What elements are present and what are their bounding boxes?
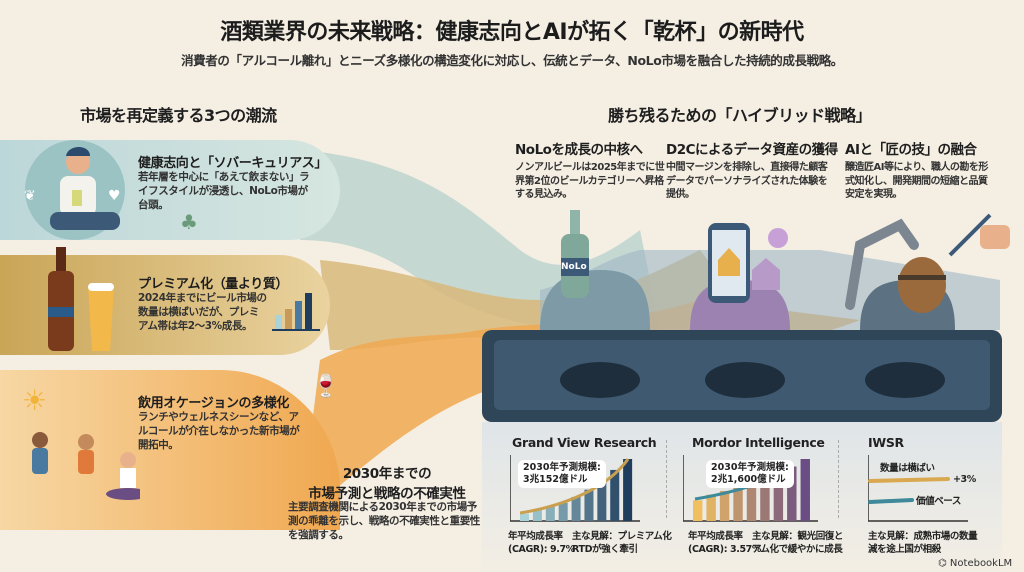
growth-bars-icon (272, 293, 320, 331)
trend-card-health: ❦ ♥ 健康志向と「ソバーキュリアス」 若年層を中心に「あえて飲まない」ライフス… (0, 140, 340, 240)
bar (558, 502, 568, 521)
trend-body: 若年層を中心に「あえて飲まない」ライフスタイルが浸透し、NoLo市場が台頭。 (138, 171, 310, 211)
bar (584, 489, 594, 521)
view-label: 主な見解：観光回復と (752, 531, 844, 542)
cagr-value: (CAGR): 3.57% (688, 544, 761, 555)
cagr-label: 年平均成長率 (508, 531, 563, 542)
view-value: RTDが強く牽引 (572, 544, 638, 555)
forecast-heading: 2030年までの 市場予測と戦略の不確実性 (296, 462, 478, 502)
sprout-icon: ♣ (180, 210, 198, 234)
bar (610, 469, 620, 521)
notebooklm-brand: ⌬ NotebookLM (938, 558, 1012, 569)
chart-axis (683, 455, 818, 522)
trend-title: 健康志向と「ソバーキュリアス」 (138, 156, 328, 171)
cagr: 年平均成長率 (CAGR): 3.57% (688, 530, 761, 556)
page-subtitle: 消費者の「アルコール離れ」とニーズ多様化の構造変化に対応し、伝統とデータ、NoL… (181, 53, 843, 68)
callout-value: 2兆1,600億ドル (711, 474, 786, 485)
trend-curve (519, 458, 630, 515)
bar (800, 459, 810, 521)
strategy-heading: 勝ち残るための「ハイブリッド戦略」 (608, 106, 872, 125)
trends-heading: 市場を再定義する3つの潮流 (80, 106, 277, 125)
series-line-volume (868, 477, 950, 483)
leaf-icon: ❦ (24, 188, 36, 204)
people-relaxing-illustration (32, 432, 140, 500)
bar (706, 494, 716, 521)
cagr-label: 年平均成長率 (688, 531, 743, 542)
bar (623, 459, 633, 521)
bar (693, 500, 703, 521)
key-view: 主な見解：プレミアム化 RTDが強く牽引 (572, 530, 672, 556)
view-label: 主な見解：プレミアム化 (572, 531, 672, 542)
divider (838, 440, 839, 518)
forecast-title-line2: 市場予測と戦略の不確実性 (308, 486, 466, 502)
forecast-body: 主要調査機関による2030年までの市場予測の乖離を示し、戦略の不確実性と重要性を… (288, 501, 480, 541)
trend-title: 飲用オケージョンの多様化 (138, 396, 289, 411)
strategy-title: AIと「匠の技」の融合 (845, 142, 977, 158)
page-title: 酒類業界の未来戦略：健康志向とAIが拓く「乾杯」の新時代 (220, 20, 804, 45)
chart-iwsr (868, 455, 968, 522)
cagr-value: (CAGR): 9.7% (508, 544, 575, 555)
trend-card-occasion: ☀ 飲用オケージョンの多様化 ランチやウェルネスシーンなど、アルコールが介在しな… (0, 370, 340, 530)
view-label: 主な見解：成熟市場の数量 (868, 531, 978, 542)
series-label-volume: 数量は横ばい (880, 463, 935, 474)
callout-value: 3兆152億ドル (523, 474, 588, 485)
bar (787, 466, 797, 521)
bar (532, 510, 542, 521)
chart-callout: 2030年予測規模:3兆152億ドル (518, 460, 606, 488)
bar (571, 496, 581, 521)
notebooklm-logo-icon: ⌬ (938, 558, 950, 569)
strategy-body: 醸造匠AI等により、職人の勘を形式知化し、開発期間の短縮と品質安定を実現。 (845, 162, 988, 200)
divider (666, 440, 667, 518)
forecast-title-line1: 2030年までの (342, 466, 432, 482)
bottle-label: NoLo (561, 262, 587, 272)
strategy-title: NoLoを成長の中核へ (515, 142, 643, 158)
series-change-label: +3% (953, 474, 976, 485)
strategy-d2c: D2Cによるデータ資産の獲得 中間マージンを排除し、直接得た顧客データでパーソナ… (666, 138, 841, 202)
strategy-nolo: NoLoを成長の中核へ ノンアルビールは2025年までに世界第2位のビールカテゴ… (515, 138, 665, 202)
bar (545, 506, 555, 521)
trend-card-premium: プレミアム化（量より質） 2024年までにビール市場の数量は横ばいだが、プレミア… (0, 247, 330, 355)
strategy-title: D2Cによるデータ資産の獲得 (666, 142, 838, 158)
bar (746, 482, 757, 521)
wine-glass-icon: 🍷 (312, 374, 340, 399)
strategy-body: 中間マージンを排除し、直接得た顧客データでパーソナライズされた体験を提供。 (666, 162, 828, 200)
chart-grand-view (510, 455, 640, 522)
cagr: 年平均成長率 (CAGR): 9.7% (508, 530, 575, 556)
nolo-bottle-icon (561, 210, 589, 298)
sun-icon: ☀ (22, 384, 48, 417)
bar (520, 513, 530, 521)
bar (760, 477, 770, 521)
key-view: 主な見解：成熟市場の数量減を途上国が相殺 (868, 530, 978, 556)
bar (773, 472, 784, 521)
view-value: 減を途上国が相殺 (868, 544, 941, 555)
brand-label: NotebookLM (949, 558, 1013, 569)
bar (733, 487, 743, 521)
bar (719, 490, 730, 521)
view-value: アム化で緩やかに成長 (752, 544, 843, 555)
trend-body: ランチやウェルネスシーンなど、アルコールが介在しなかった新市場が開拓中。 (138, 411, 300, 451)
callout-label: 2030年予測規模: (711, 462, 789, 473)
chart-axis (868, 455, 968, 522)
chart-axis (510, 455, 640, 522)
robot-arm-and-barrel-icon (845, 213, 1010, 313)
series-label-value: 価値ベース (916, 496, 962, 507)
series-line-value (868, 498, 914, 504)
strategy-ai: AIと「匠の技」の融合 醸造匠AI等により、職人の勘を形式知化し、開発期間の短縮… (845, 138, 995, 202)
chart-title-mordor: Mordor Intelligence (692, 435, 825, 450)
trend-title: プレミアム化（量より質） (138, 277, 289, 292)
heart-icon: ♥ (108, 188, 121, 204)
callout-label: 2030年予測規模: (523, 462, 601, 473)
beer-bottle-and-glass-icon (48, 247, 114, 351)
person-drinking-illustration (25, 140, 125, 240)
trend-body: 2024年までにビール市場の数量は横ばいだが、プレミアム帯は年2〜3%成長。 (138, 292, 267, 332)
smartphone-home-icon (708, 223, 788, 303)
strategy-body: ノンアルビールは2025年までに世界第2位のビールカテゴリーへ昇格する見込み。 (515, 162, 665, 200)
chart-callout: 2030年予測規模:2兆1,600億ドル (706, 460, 794, 488)
key-view: 主な見解：観光回復とアム化で緩やかに成長 (752, 530, 843, 556)
chart-title-iwsr: IWSR (868, 435, 904, 450)
chart-title-grand-view: Grand View Research (512, 435, 657, 450)
bar (597, 480, 607, 521)
